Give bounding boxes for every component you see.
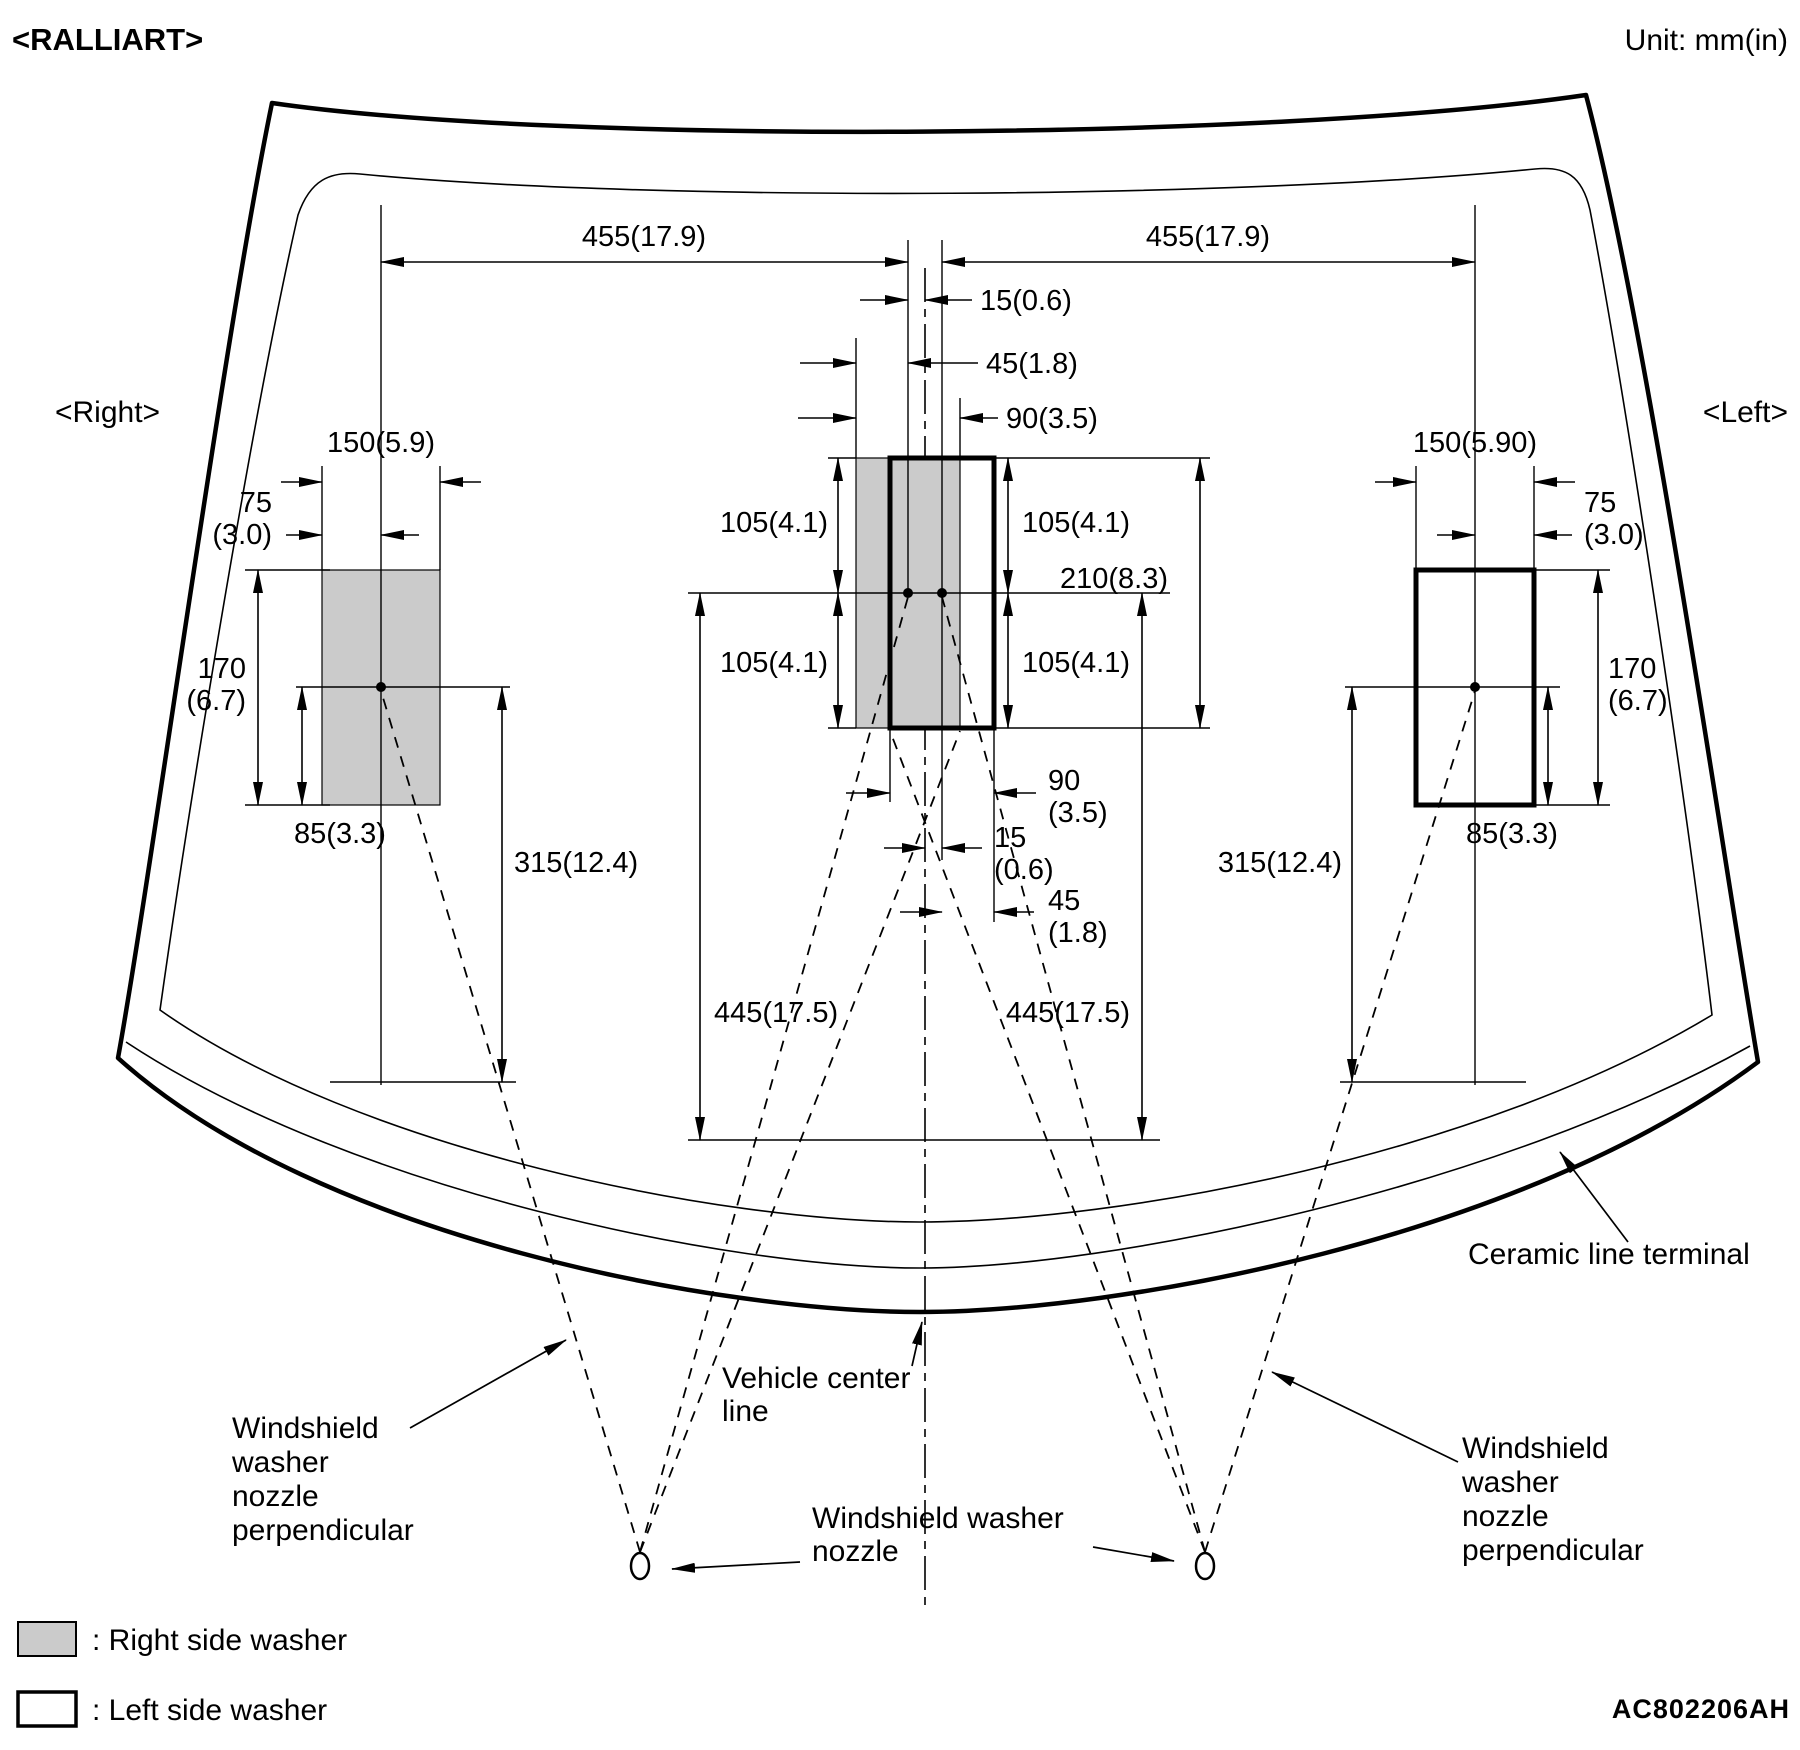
dim-45-bottom-label-1: 45 bbox=[1048, 885, 1080, 917]
dim-445-left-label: 445(17.5) bbox=[714, 997, 838, 1029]
dim-315-right-label: 315(12.4) bbox=[1218, 847, 1342, 879]
dim-105-bottom-left-label: 105(4.1) bbox=[720, 647, 828, 679]
dim-75-left-label-2: (3.0) bbox=[212, 519, 272, 551]
left-side-label: <Left> bbox=[1703, 396, 1788, 429]
spray-dashed-lines bbox=[380, 596, 1476, 1553]
dim-90-top-label: 90(3.5) bbox=[1006, 403, 1098, 435]
dim-45-top-label: 45(1.8) bbox=[986, 348, 1078, 380]
dim-75-right-label-2: (3.0) bbox=[1584, 519, 1644, 551]
right-washer-far-target bbox=[245, 205, 516, 1085]
dim-90-bottom-label-1: 90 bbox=[1048, 765, 1080, 797]
perp-right-label-1: Windshield bbox=[1462, 1432, 1609, 1465]
vehicle-center-line-label-1: Vehicle center bbox=[722, 1362, 910, 1395]
left-target-dimension-lines bbox=[253, 477, 507, 1083]
figure-code: AC802206AH bbox=[1612, 1694, 1790, 1724]
dim-315-left-label: 315(12.4) bbox=[514, 847, 638, 879]
ceramic-line-terminal-label: Ceramic line terminal bbox=[1468, 1238, 1750, 1271]
center-reference-lines bbox=[688, 240, 1210, 1141]
dim-85-right-label: 85(3.3) bbox=[1466, 818, 1558, 850]
dim-45-bottom-label-2: (1.8) bbox=[1048, 917, 1108, 949]
left-washer-far-target bbox=[1340, 205, 1610, 1085]
perp-left-label-2: washer bbox=[231, 1446, 329, 1479]
legend-right-washer-label: : Right side washer bbox=[92, 1624, 347, 1657]
windshield-outline bbox=[115, 92, 1761, 1315]
dim-15-bottom-label-1: 15 bbox=[994, 822, 1026, 854]
dim-15-bottom-label-2: (0.6) bbox=[994, 854, 1054, 886]
dim-455-left-label: 455(17.9) bbox=[582, 221, 706, 253]
ceramic-line bbox=[125, 1041, 1751, 1269]
left-target-center-dot bbox=[376, 682, 386, 692]
perp-left-label-4: perpendicular bbox=[232, 1514, 414, 1547]
right-target-dimension-lines bbox=[1347, 477, 1603, 1083]
dim-15-top-label: 15(0.6) bbox=[980, 285, 1072, 317]
center-gray-aim-dot bbox=[903, 588, 913, 598]
washer-nozzle-left-icon bbox=[629, 1551, 651, 1581]
dim-455-right-label: 455(17.9) bbox=[1146, 221, 1270, 253]
dim-105-top-left-label: 105(4.1) bbox=[720, 507, 828, 539]
windshield-inner-line bbox=[159, 167, 1713, 1223]
dim-170-left-label-1: 170 bbox=[198, 653, 246, 685]
dim-170-right-label-2: (6.7) bbox=[1608, 685, 1668, 717]
legend-right-washer-swatch bbox=[17, 1621, 77, 1657]
dim-90-bottom-label-2: (3.5) bbox=[1048, 797, 1108, 829]
perp-left-label-3: nozzle bbox=[232, 1480, 319, 1513]
washer-nozzle-right-icon bbox=[1194, 1551, 1216, 1581]
center-black-aim-dot bbox=[937, 588, 947, 598]
callout-arrows bbox=[409, 1151, 1629, 1573]
vehicle-center-line-label-2: line bbox=[722, 1395, 769, 1428]
windshield-outer-edge bbox=[115, 92, 1761, 1315]
dim-150-right-label: 150(5.90) bbox=[1413, 427, 1537, 459]
dim-170-left-label-2: (6.7) bbox=[186, 685, 246, 717]
dim-170-right-label-1: 170 bbox=[1608, 653, 1656, 685]
dim-445-right-label: 445(17.5) bbox=[1006, 997, 1130, 1029]
legend-left-washer-label: : Left side washer bbox=[92, 1694, 327, 1727]
legend-left-washer-swatch bbox=[16, 1690, 78, 1728]
legend: : Right side washer : Left side washer bbox=[16, 1621, 347, 1728]
perp-right-label-4: perpendicular bbox=[1462, 1534, 1644, 1567]
washer-nozzle-label-1: Windshield washer bbox=[812, 1502, 1064, 1535]
dim-105-top-right-label: 105(4.1) bbox=[1022, 507, 1130, 539]
right-side-label: <Right> bbox=[55, 396, 160, 429]
right-target-center-dot bbox=[1470, 682, 1480, 692]
left-target-reference-lines bbox=[245, 205, 516, 1085]
perp-left-label-1: Windshield bbox=[232, 1412, 379, 1445]
center-dimension-lines bbox=[380, 257, 1476, 1141]
dim-75-left-label-1: 75 bbox=[240, 487, 272, 519]
diagram-title: <RALLIART> bbox=[12, 22, 203, 57]
dim-105-bottom-right-label: 105(4.1) bbox=[1022, 647, 1130, 679]
unit-label: Unit: mm(in) bbox=[1625, 24, 1788, 57]
dim-150-left-label: 150(5.9) bbox=[327, 427, 435, 459]
washer-nozzle-label-2: nozzle bbox=[812, 1535, 899, 1568]
spray-trajectories bbox=[380, 596, 1476, 1581]
dim-85-left-label: 85(3.3) bbox=[294, 818, 386, 850]
right-target-reference-lines bbox=[1340, 205, 1610, 1085]
dim-75-right-label-1: 75 bbox=[1584, 487, 1616, 519]
center-targets bbox=[380, 240, 1476, 1141]
perp-right-label-3: nozzle bbox=[1462, 1500, 1549, 1533]
perp-right-label-2: washer bbox=[1461, 1466, 1559, 1499]
dim-210-label: 210(8.3) bbox=[1060, 563, 1168, 595]
